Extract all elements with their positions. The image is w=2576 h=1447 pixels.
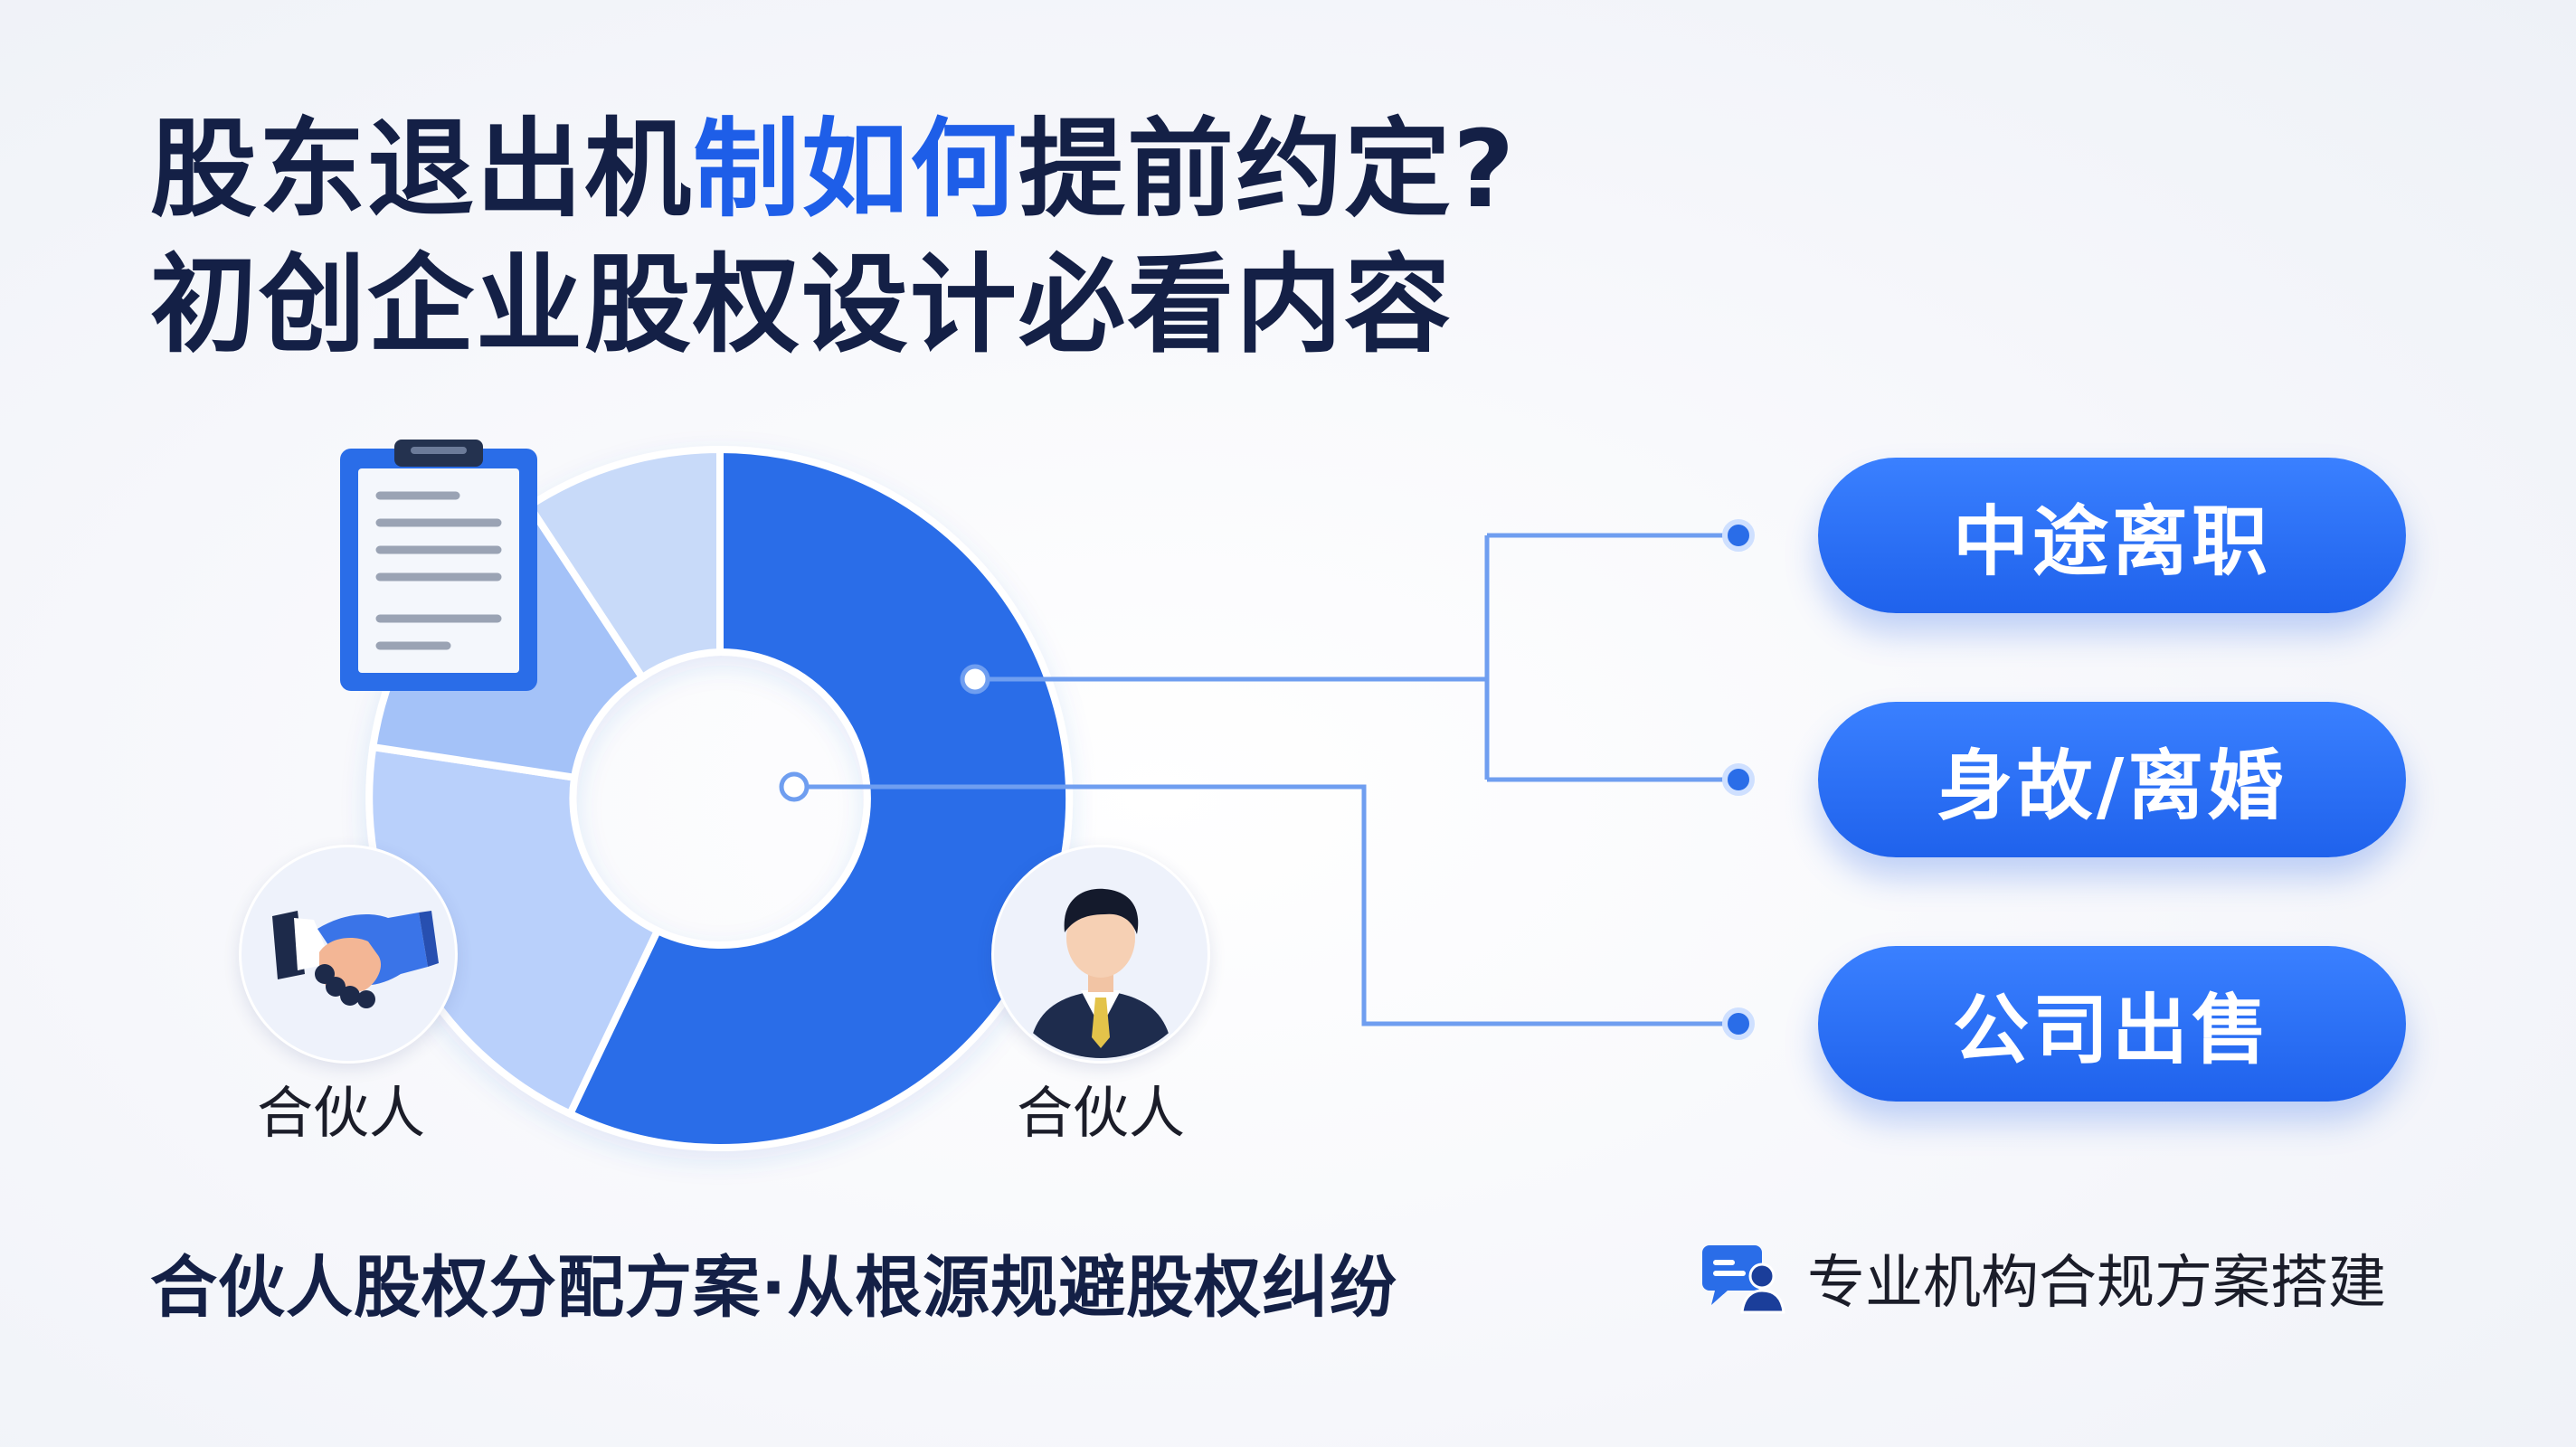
page-subtitle: 初创企业股权设计必看内容: [150, 242, 1454, 367]
team-chat-icon: [1702, 1245, 1785, 1314]
footer-service: 专业机构合规方案搭建: [1700, 1237, 2386, 1319]
partner-badge-left: [239, 845, 458, 1064]
connector-end-2: [1722, 763, 1755, 796]
partner-badge-right: [991, 845, 1210, 1064]
title-part-3: 提前约定?: [1018, 107, 1517, 232]
clipboard-icon: [340, 440, 537, 691]
connector-end-3: [1722, 1007, 1755, 1040]
scenario-pill-death-divorce[interactable]: 身故/离婚: [1818, 702, 2406, 857]
footer-tagline: 合伙人股权分配方案·从根源规避股权纠纷: [150, 1249, 1398, 1327]
donut-segment-main: [564, 445, 1074, 1151]
scenario-pill-resign[interactable]: 中途离职: [1818, 458, 2406, 613]
handshake-icon: [272, 911, 439, 1008]
donut-segment-3: [365, 742, 663, 1119]
scenario-pill-company-sale[interactable]: 公司出售: [1818, 946, 2406, 1102]
partner-label-left: 合伙人: [257, 1080, 426, 1146]
title-highlight: 制如何: [693, 107, 1019, 232]
connector-start-upper: [960, 664, 990, 695]
donut-segment-1: [524, 445, 724, 683]
connector-lower: [794, 784, 1738, 1026]
partner-label-right: 合伙人: [1017, 1080, 1186, 1146]
title-part-1: 股东退出机: [150, 107, 694, 232]
connector-start-lower: [779, 771, 810, 802]
connector-end-1: [1722, 519, 1755, 552]
footer-service-text: 专业机构合规方案搭建: [1807, 1250, 2386, 1317]
businessman-icon: [1028, 888, 1173, 1058]
page-title-line-1: 股东退出机制如何提前约定?: [150, 110, 1516, 228]
connector-lines: [794, 533, 1738, 1026]
